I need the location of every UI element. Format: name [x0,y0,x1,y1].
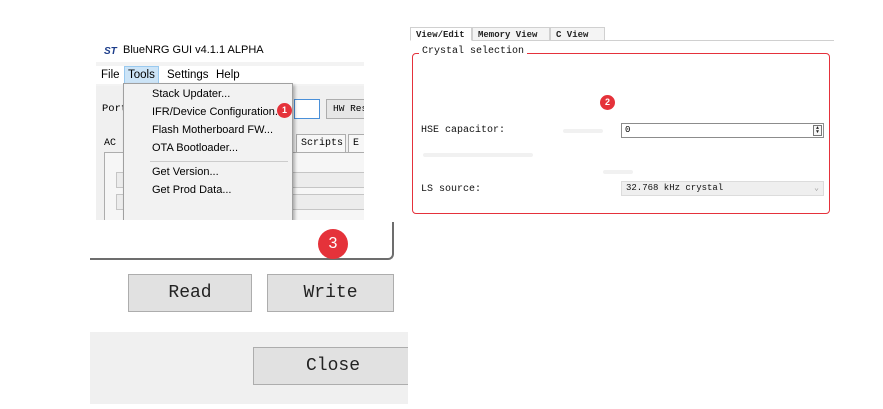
tab-c-view[interactable]: C View [550,27,605,41]
step-marker-1: 1 [277,103,292,118]
port-label: Port [102,103,128,115]
hse-capacitor-spinbox[interactable]: 0 ▲▼ [621,123,824,138]
tab-e[interactable]: E [348,134,364,152]
menu-item-flash-motherboard[interactable]: Flash Motherboard FW... [152,124,274,136]
hse-capacitor-value: 0 [625,125,631,135]
blurred-text [423,153,533,157]
tab-row: View/Edit Memory View C View [410,27,834,42]
close-button[interactable]: Close [253,347,408,385]
menu-item-get-version[interactable]: Get Version... [152,166,219,178]
tools-dropdown-menu: Stack Updater... IFR/Device Configuratio… [123,83,293,220]
menu-settings[interactable]: Settings [167,69,209,81]
view-edit-panel: View/Edit Memory View C View Crystal sel… [410,27,834,219]
blurred-text [603,170,633,174]
blurred-text [563,129,603,133]
bluenrg-gui-window: ST BlueNRG GUI v4.1.1 ALPHA File Tools S… [96,38,364,220]
menu-bar: File Tools Settings Help [96,66,364,84]
menu-item-ota-bootloader[interactable]: OTA Bootloader... [152,142,239,154]
tab-scripts[interactable]: Scripts [296,134,346,152]
frame-border [90,222,394,260]
crystal-selection-group: Crystal selection HSE capacitor: 0 ▲▼ LS… [412,46,830,214]
menu-tools[interactable]: Tools [124,66,159,84]
port-field[interactable] [294,99,320,119]
menu-help[interactable]: Help [216,69,240,81]
read-button[interactable]: Read [128,274,252,312]
menu-separator [150,161,288,162]
ls-source-value: 32.768 kHz crystal [626,183,724,193]
ac-label: AC [104,138,117,149]
spin-arrows-icon[interactable]: ▲▼ [813,125,822,136]
ls-source-label: LS source: [421,184,482,195]
st-logo-icon: ST [104,46,117,57]
chevron-down-icon: ⌄ [814,184,819,193]
ls-source-select[interactable]: 32.768 kHz crystal ⌄ [621,181,824,196]
write-button[interactable]: Write [267,274,394,312]
hse-capacitor-label: HSE capacitor: [421,125,506,136]
menu-item-get-prod-data[interactable]: Get Prod Data... [152,184,232,196]
step-marker-2: 2 [600,95,615,110]
title-bar: ST BlueNRG GUI v4.1.1 ALPHA [96,38,364,62]
step-marker-3: 3 [318,229,348,259]
hw-reset-button[interactable]: HW Res [326,99,364,119]
menu-item-ifr-device-config[interactable]: IFR/Device Configuration... [152,106,285,118]
menu-item-stack-updater[interactable]: Stack Updater... [152,88,231,100]
menu-file[interactable]: File [101,69,120,81]
group-title: Crystal selection [419,46,528,57]
tab-memory-view[interactable]: Memory View [472,27,550,41]
tab-view-edit[interactable]: View/Edit [410,27,472,41]
app-title: BlueNRG GUI v4.1.1 ALPHA [123,44,264,56]
zoomed-buttons-panel: 3 Read Write Close [90,222,408,404]
tab-baseline [605,40,834,41]
